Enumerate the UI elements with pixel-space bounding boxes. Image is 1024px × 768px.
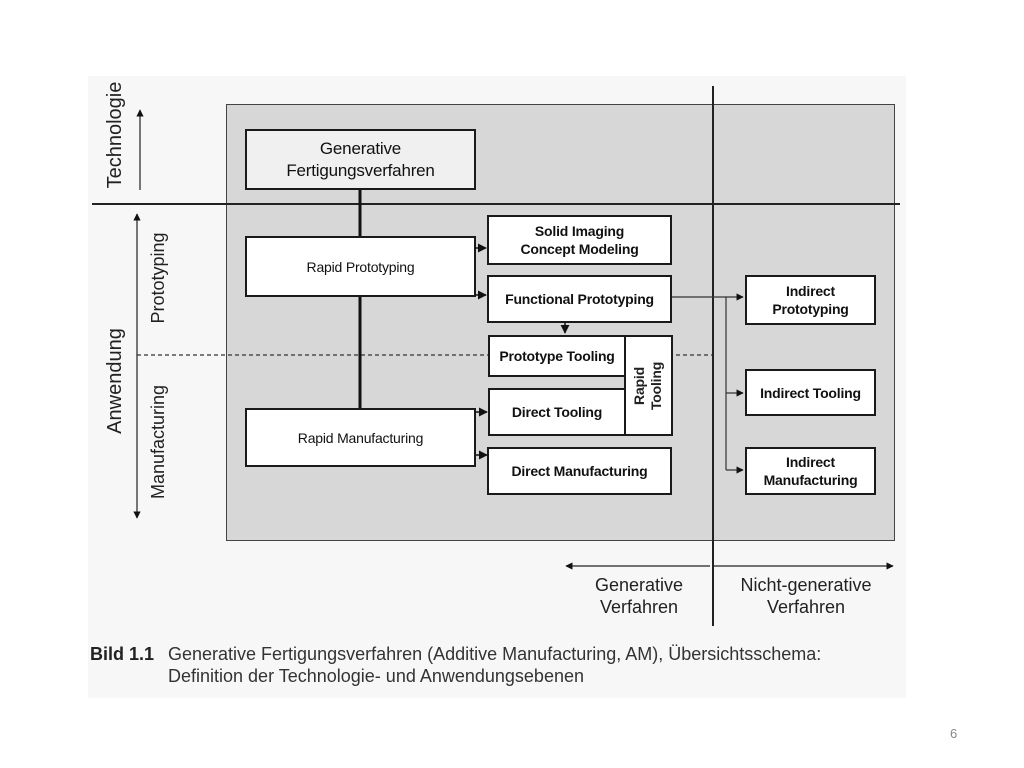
solid-imaging-box: Solid Imaging Concept Modeling bbox=[487, 215, 672, 265]
technologie-label: Technologie bbox=[104, 81, 126, 189]
indirect-tooling-box: Indirect Tooling bbox=[745, 369, 876, 416]
rapid-tooling-box: Rapid Tooling bbox=[624, 335, 673, 436]
generative-verfahren-label: Generative Verfahren bbox=[594, 575, 684, 617]
rapid-manufacturing-box: Rapid Manufacturing bbox=[245, 408, 476, 467]
direct-manufacturing-box: Direct Manufacturing bbox=[487, 447, 672, 495]
indirect-manufacturing-box: Indirect Manufacturing bbox=[745, 447, 876, 495]
nicht-generative-verfahren-label: Nicht-generative Verfahren bbox=[740, 575, 872, 617]
rapid-prototyping-box: Rapid Prototyping bbox=[245, 236, 476, 297]
figure-number: Bild 1.1 bbox=[90, 644, 155, 664]
caption-line-2: Definition der Technologie- und Anwendun… bbox=[168, 666, 584, 686]
page-number: 6 bbox=[950, 726, 958, 741]
anwendung-label: Anwendung bbox=[104, 328, 126, 434]
indirect-prototyping-box: Indirect Prototyping bbox=[745, 275, 876, 325]
functional-prototyping-box: Functional Prototyping bbox=[487, 275, 672, 323]
manufacturing-label: Manufacturing bbox=[148, 384, 168, 500]
caption-line-1: Generative Fertigungsverfahren (Additive… bbox=[168, 644, 822, 664]
technology-divider bbox=[92, 203, 900, 205]
direct-tooling-box: Direct Tooling bbox=[488, 388, 626, 436]
generative-fertigungsverfahren-box: Generative Fertigungsverfahren bbox=[245, 129, 476, 190]
prototyping-label: Prototyping bbox=[148, 232, 168, 324]
prototype-tooling-box: Prototype Tooling bbox=[488, 335, 626, 377]
figure-caption: Bild 1.1 Generative Fertigungsverfahren (… bbox=[90, 643, 890, 687]
generative-divider bbox=[712, 86, 714, 626]
